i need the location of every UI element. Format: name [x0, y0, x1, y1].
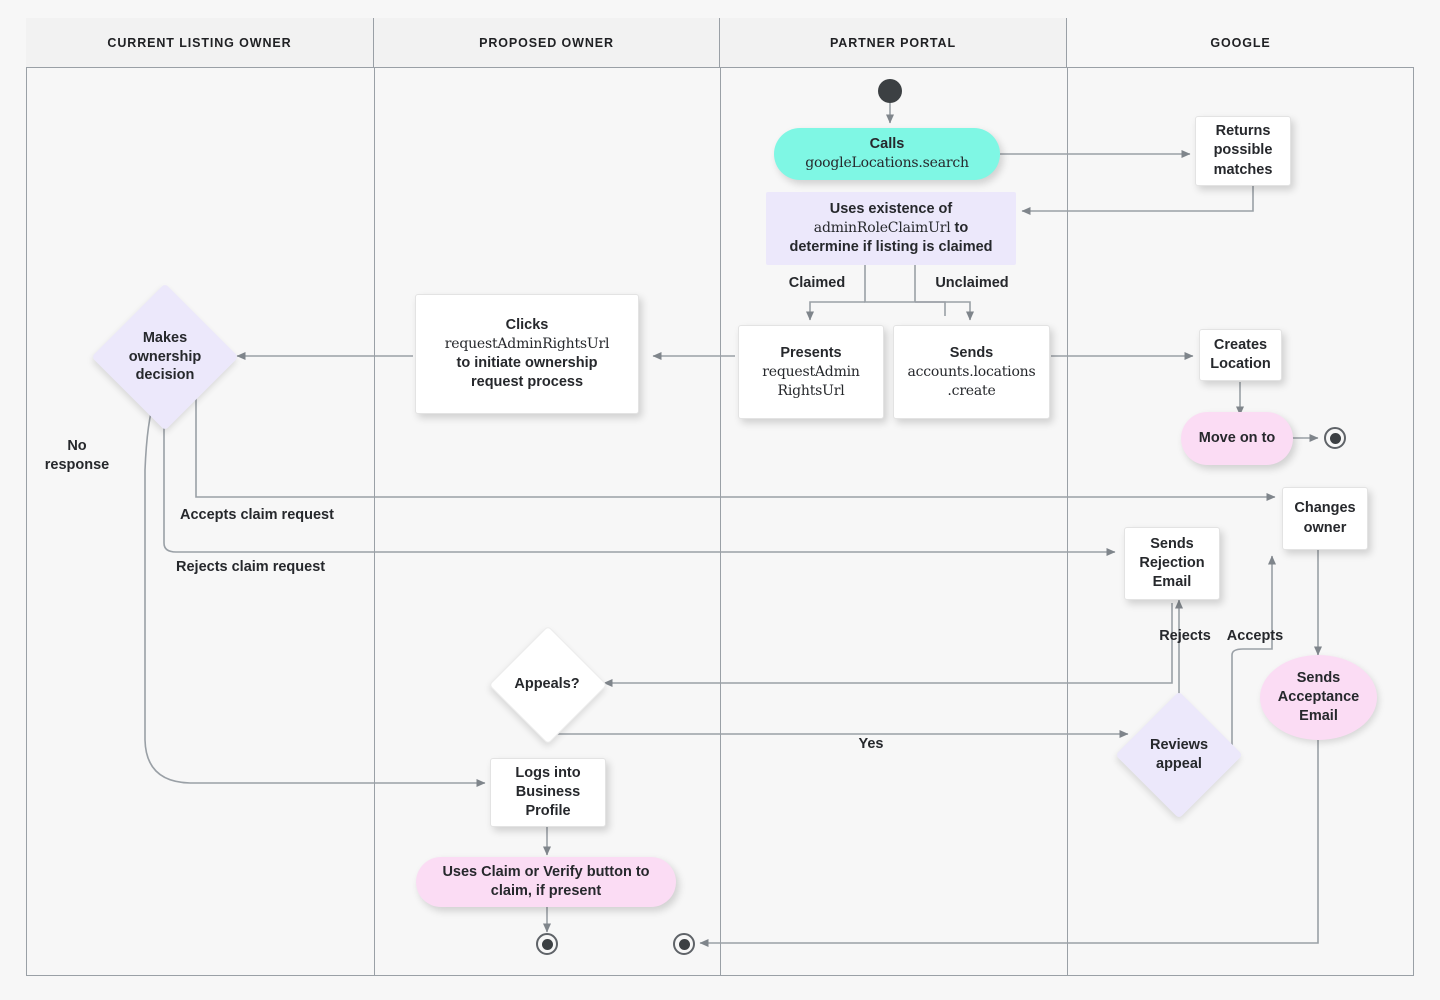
node-appeals-decision[interactable]: Appeals? — [488, 625, 608, 745]
node-logs-into-business-profile[interactable]: Logs into Business Profile — [490, 758, 606, 827]
node-acceptancemail-label: Sends Acceptance Email — [1277, 669, 1360, 725]
lane-header-current-listing-owner: CURRENT LISTING OWNER — [26, 18, 374, 67]
edge-label-accepts-claim-request: Accepts claim request — [180, 507, 334, 523]
node-clicks-line3: to initiate ownership — [456, 354, 598, 371]
node-uses-line2: adminRoleClaimUrl to — [814, 219, 968, 238]
node-sendscreate-line2: accounts.locations .create — [907, 364, 1036, 399]
edge-label-accepts: Accepts — [1226, 628, 1284, 644]
node-uses-line2-tail: to — [950, 219, 969, 236]
edge-label-no-response: No response — [44, 438, 110, 473]
node-calls-line1: Calls — [869, 136, 905, 153]
lane-header-google: GOOGLE — [1067, 18, 1414, 67]
end-node-partner-portal — [673, 933, 695, 955]
node-uses-line3: determine if listing is claimed — [789, 239, 993, 256]
end-node-google — [1324, 427, 1346, 449]
edge-label-rejects-claim-request: Rejects claim request — [176, 559, 326, 575]
node-returns-label: Returns possible matches — [1213, 123, 1273, 178]
node-clicks-line4: request process — [470, 373, 584, 390]
lane-header-proposed-owner: PROPOSED OWNER — [374, 18, 720, 67]
start-node-dot — [878, 79, 902, 103]
edge-label-unclaimed: Unclaimed — [935, 275, 1009, 291]
lane-divider-3 — [1067, 68, 1068, 976]
node-moveonto-label: Move on to — [1198, 429, 1276, 446]
node-makes-ownership-decision[interactable]: Makes ownership decision — [91, 283, 239, 431]
node-logsinto-label: Logs into Business Profile — [515, 764, 581, 820]
node-sends-accounts-locations-create[interactable]: Sends accounts.locations .create — [893, 325, 1050, 419]
node-reviews-appeal[interactable]: Reviews appeal — [1115, 691, 1243, 819]
node-changes-owner[interactable]: Changes owner — [1282, 487, 1368, 550]
node-rejectionmail-label: Sends Rejection Email — [1139, 535, 1205, 591]
node-sendscreate-line1: Sends — [949, 344, 994, 361]
node-calls-line2: googleLocations.search — [805, 155, 969, 172]
node-move-on-to[interactable]: Move on to — [1181, 412, 1293, 465]
node-clicks-line2: requestAdminRightsUrl — [444, 336, 610, 353]
end-node-proposed-owner — [536, 933, 558, 955]
node-appeals-label: Appeals? — [514, 675, 580, 692]
node-makesdecision-label: Makes ownership decision — [128, 329, 202, 384]
lane-header-partner-portal: PARTNER PORTAL — [720, 18, 1067, 67]
node-reviewsappeal-label: Reviews appeal — [1149, 737, 1209, 772]
node-claimbutton-label: Uses Claim or Verify button to claim, if… — [442, 863, 650, 899]
node-sends-rejection-email[interactable]: Sends Rejection Email — [1124, 527, 1220, 600]
node-uses-claim-or-verify-button[interactable]: Uses Claim or Verify button to claim, if… — [416, 857, 676, 907]
node-clicks-line1: Clicks — [505, 317, 549, 334]
lane-divider-1 — [374, 68, 375, 976]
node-presents-request-admin-rights-url[interactable]: Presents requestAdmin RightsUrl — [738, 325, 884, 419]
lane-divider-2 — [720, 68, 721, 976]
node-creates-location[interactable]: Creates Location — [1199, 329, 1282, 381]
node-clicks-request-admin-rights-url[interactable]: Clicks requestAdminRightsUrl to initiate… — [415, 294, 639, 414]
node-createslocation-label: Creates Location — [1210, 336, 1271, 372]
swimlane-header-row: CURRENT LISTING OWNER PROPOSED OWNER PAR… — [26, 18, 1414, 68]
node-presents-line2: requestAdmin RightsUrl — [762, 364, 860, 399]
node-presents-line1: Presents — [780, 344, 842, 361]
node-uses-existence-admin-role-claim-url[interactable]: Uses existence of adminRoleClaimUrl to d… — [766, 192, 1016, 265]
node-uses-line1: Uses existence of — [829, 200, 953, 217]
node-uses-mono-token: adminRoleClaimUrl — [813, 219, 951, 236]
node-changesowner-label: Changes owner — [1294, 500, 1356, 536]
node-calls-google-locations-search[interactable]: Calls googleLocations.search — [774, 128, 1000, 180]
node-returns-possible-matches[interactable]: Returns possible matches — [1195, 116, 1291, 186]
node-sends-acceptance-email[interactable]: Sends Acceptance Email — [1260, 655, 1377, 740]
edge-label-yes: Yes — [858, 736, 884, 752]
edge-label-rejects: Rejects — [1159, 628, 1211, 644]
edge-label-claimed: Claimed — [788, 275, 846, 291]
